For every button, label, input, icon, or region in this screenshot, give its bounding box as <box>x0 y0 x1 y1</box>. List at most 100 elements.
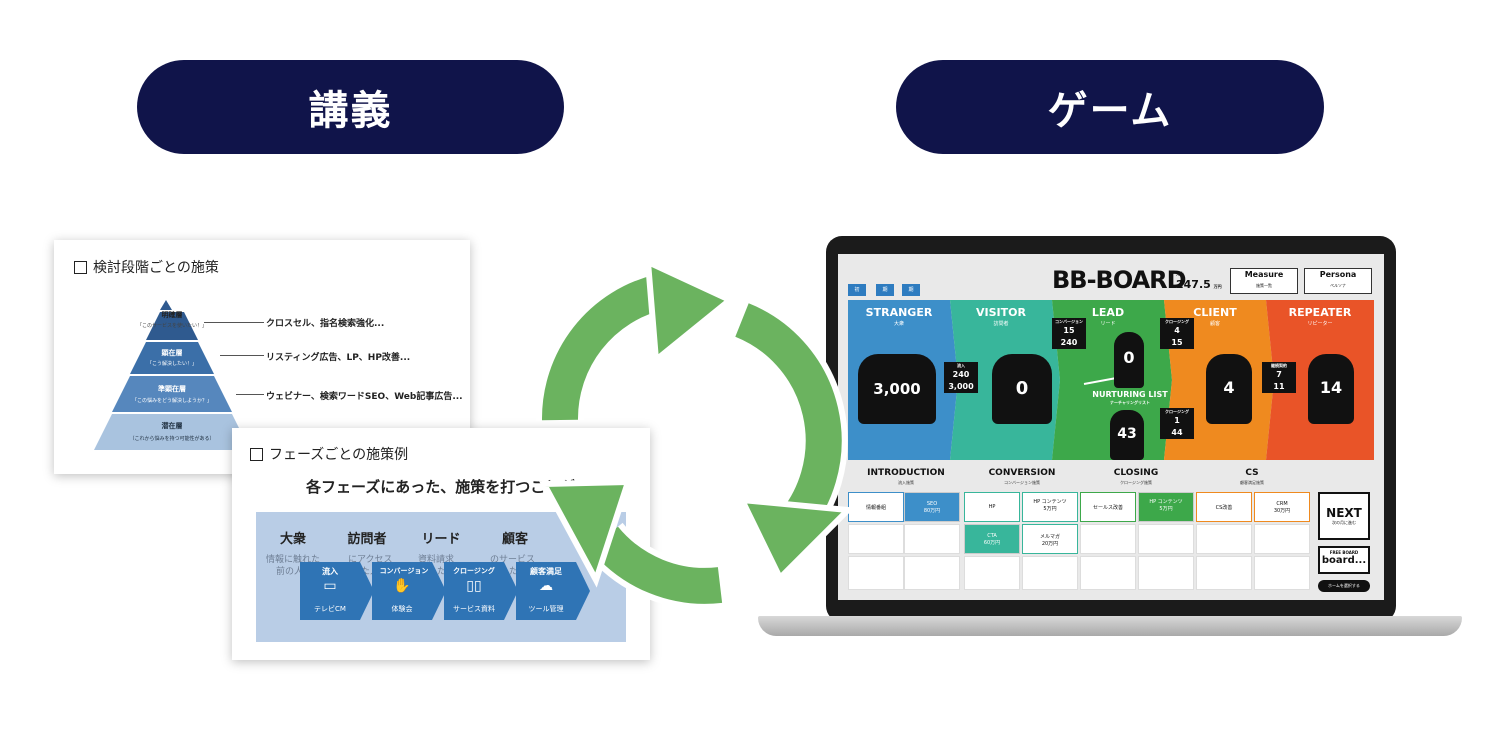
measure-button[interactable]: Measure 施策一覧 <box>1230 268 1298 294</box>
phase-snippet: した人 <box>428 567 456 577</box>
lane-sub: リード <box>1100 321 1116 327</box>
section-sub: 流入施策 <box>898 480 914 485</box>
lane-sub: 訪問者 <box>993 321 1009 327</box>
flow-counter: 継続契約 7 11 <box>1262 362 1296 393</box>
grid-cell[interactable] <box>904 556 960 590</box>
phase-name: 大衆 <box>279 532 306 547</box>
people-icon <box>858 354 936 424</box>
flow-counter: クロージング 1 44 <box>1160 408 1194 439</box>
step-label: コンバージョン <box>379 567 429 575</box>
checkbox-icon <box>74 260 87 274</box>
grid-cell[interactable] <box>848 524 904 554</box>
checkbox-icon <box>250 447 263 461</box>
reset-button[interactable]: ホームを選択する <box>1318 580 1370 592</box>
grid-cell[interactable] <box>1080 556 1136 590</box>
lane-title: LEAD <box>1091 306 1125 319</box>
level-note: クロスセル、指名検索強化... <box>266 319 385 329</box>
persona-sub: ペルソナ <box>1330 283 1346 288</box>
level-sub: 「この悩みをどう解決しようか？」 <box>131 398 212 404</box>
measure-card[interactable]: 情報番組 <box>848 492 904 522</box>
free-board-button[interactable]: FREE BOARD board... <box>1318 546 1370 574</box>
cycle-arrow-outline <box>535 268 667 421</box>
grid-cell[interactable] <box>1196 556 1252 590</box>
level-sub: 「このサービスを使いたい！」 <box>136 323 207 329</box>
measure-card[interactable]: HP <box>964 492 1020 522</box>
next-button[interactable]: NEXT 次の月に進む <box>1318 492 1370 540</box>
measure-card[interactable]: CS改善 <box>1196 492 1252 522</box>
lane-count: 0 <box>1123 348 1135 367</box>
grid-cell[interactable] <box>848 556 904 590</box>
grid-cell[interactable] <box>1022 556 1078 590</box>
level-name: 明確層 <box>161 311 183 319</box>
book-icon: ▯▯ <box>466 578 482 594</box>
phase-name: 訪問者 <box>347 532 387 547</box>
section-sub: 顧客満足施策 <box>1240 480 1264 485</box>
level-name: 潜在層 <box>161 422 183 430</box>
grid-cell[interactable] <box>1196 524 1252 554</box>
sales-box: 売上 247.5 万円 <box>1176 268 1222 292</box>
grid-cell[interactable] <box>1138 524 1194 554</box>
cycle-arrow-outline <box>732 297 848 545</box>
grid-cell[interactable] <box>904 524 960 554</box>
phase-snippet: のサービス <box>490 555 536 565</box>
cloud-upload-icon: ☁ <box>539 578 553 594</box>
period-tab[interactable]: 期 <box>876 284 894 296</box>
slide1-title: 検討段階ごとの施策 <box>74 257 219 277</box>
phase-snippet: 資料請求 <box>418 555 455 565</box>
phase-snippet: 前の人 <box>276 567 304 577</box>
period-tab[interactable]: 期 <box>902 284 920 296</box>
lane-count: 14 <box>1319 378 1343 397</box>
lane-title: VISITOR <box>976 306 1026 319</box>
grid-cell[interactable] <box>1254 524 1310 554</box>
people-icon <box>992 354 1052 424</box>
grid-cell[interactable] <box>1254 556 1310 590</box>
laptop-base <box>758 616 1462 636</box>
section-sub: クロージング施策 <box>1120 480 1152 485</box>
lane-sub: 大衆 <box>893 321 904 327</box>
phase-arrow <box>300 562 374 620</box>
connector-line <box>236 394 264 395</box>
lecture-pill: 講義 <box>137 60 564 154</box>
nurturing-sub: ナーチャリングリスト <box>1110 400 1150 405</box>
people-icon <box>1206 354 1252 424</box>
measure-card[interactable]: セールス改善 <box>1080 492 1136 522</box>
level-name: 準顕在層 <box>158 385 186 393</box>
level-sub: （これから悩みを持つ可能性がある） <box>129 436 215 442</box>
people-icon <box>1308 354 1354 424</box>
lane-sub: リピーター <box>1307 321 1333 327</box>
phase-snippet: した人 <box>352 567 380 577</box>
people-icon <box>1110 410 1144 460</box>
grid-cell[interactable] <box>1138 556 1194 590</box>
pyramid-level-2 <box>130 342 214 374</box>
section-title: CS <box>1245 468 1259 478</box>
cycle-arrow <box>541 274 665 421</box>
nurturing-title: NURTURING LIST <box>1092 390 1168 399</box>
step-sub: サービス資料 <box>453 605 495 613</box>
phase-snippet: 情報に触れた <box>266 555 321 565</box>
grid-cell[interactable] <box>1080 524 1136 554</box>
period-tab[interactable]: 初 <box>848 284 866 296</box>
section-sub: コンバージョン施策 <box>1004 480 1040 485</box>
phase-snippet: にアクセス <box>348 555 393 565</box>
phase-name: 顧客 <box>501 532 528 547</box>
persona-label: Persona <box>1319 270 1357 279</box>
connector-line <box>220 355 264 356</box>
measure-sub: 施策一覧 <box>1256 283 1272 288</box>
flow-counter: コンバージョン 15 240 <box>1052 318 1086 349</box>
slide-phases: フェーズごとの施策例 各フェーズにあった、施策を打つことが 大衆 訪問者 リード… <box>232 428 650 660</box>
tv-icon: ▭ <box>323 578 337 594</box>
cycle-arrowhead <box>644 257 736 366</box>
connector-line <box>204 322 264 323</box>
pyramid-level-4 <box>94 414 250 450</box>
persona-button[interactable]: Persona ペルソナ <box>1304 268 1372 294</box>
measure-label: Measure <box>1244 270 1284 279</box>
step-label: 流入 <box>322 567 338 576</box>
game-pill: ゲーム <box>896 60 1324 154</box>
grid-cell[interactable] <box>964 556 1020 590</box>
